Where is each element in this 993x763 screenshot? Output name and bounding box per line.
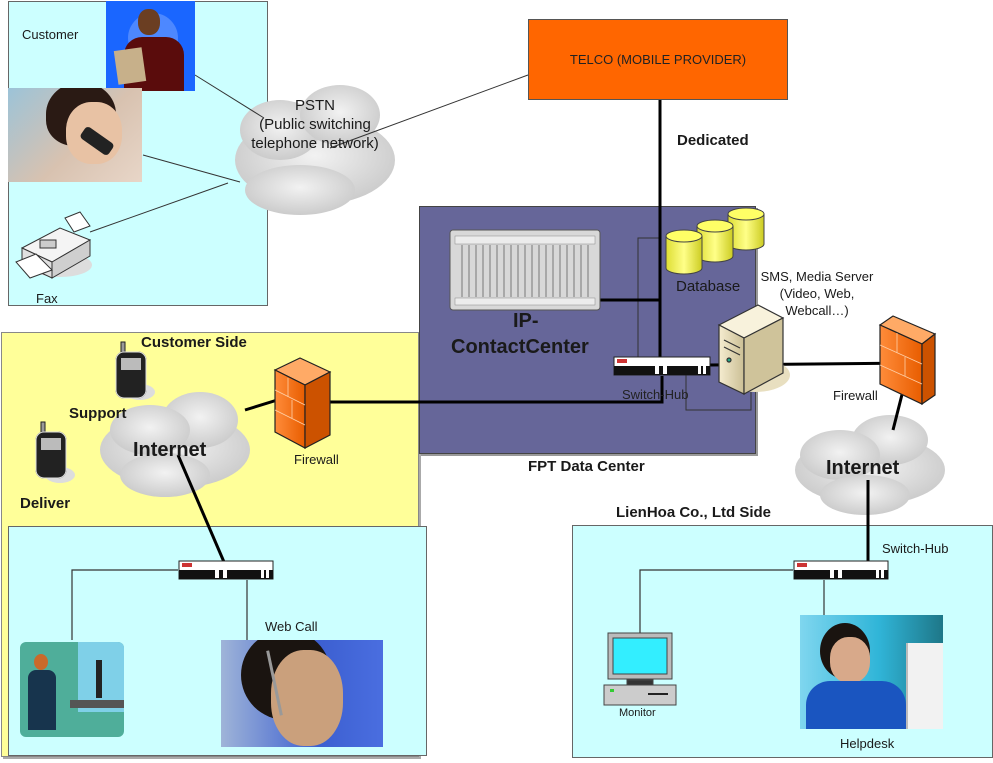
woman-on-phone-photo	[8, 88, 142, 182]
link-switch-agent	[71, 569, 178, 640]
link-db-switch	[637, 237, 660, 357]
internet-label-lienhoa: Internet	[826, 457, 900, 479]
helpdesk-agent-photo	[800, 615, 943, 729]
internet-cloud-customer	[100, 392, 250, 497]
link-pstn-telco	[329, 74, 529, 149]
media-server-label-line1: SMS, Media Server	[760, 269, 874, 284]
link-businessman-pstn	[194, 74, 265, 119]
internet-cloud-lienhoa	[795, 415, 945, 515]
lienhoa-side-label: LienHoa Co., Ltd Side	[616, 504, 772, 521]
media-server-label-line3: Webcall…)	[785, 303, 849, 318]
pstn-label-line1: PSTN	[294, 97, 335, 114]
mobile-phone-deliver-icon	[35, 421, 75, 483]
pstn-label: PSTN (Public switching telephone network…	[240, 96, 390, 153]
database-icon	[665, 207, 765, 275]
monitor-pc-icon	[603, 632, 677, 706]
media-server-label: SMS, Media Server (Video, Web, Webcall…)	[752, 268, 882, 319]
helpdesk-label: Helpdesk	[840, 736, 895, 751]
database-label: Database	[676, 278, 741, 295]
web-call-agent-photo	[221, 640, 383, 747]
switch-hub-datacenter-label: Switch-Hub	[622, 387, 689, 402]
switch-hub-datacenter	[613, 356, 711, 376]
agent-at-computer-illustration	[20, 642, 124, 737]
firewall-label-lienhoa: Firewall	[833, 388, 878, 403]
firewall-icon-customer	[273, 357, 332, 449]
media-server-label-line2: (Video, Web,	[779, 286, 855, 301]
support-label: Support	[69, 405, 127, 422]
link-internet-switch-customer	[176, 454, 226, 563]
media-server-icon	[717, 304, 790, 396]
customer-side-label: Customer Side	[141, 334, 247, 351]
ipcc-label-line2: ContactCenter	[451, 336, 589, 358]
ipcc-label-line1: IP-	[513, 310, 539, 332]
link-switch-monitor	[639, 569, 793, 635]
switch-hub-lienhoa-label: Switch-Hub	[882, 541, 949, 556]
switch-hub-lienhoa	[793, 560, 889, 580]
pstn-label-line3: telephone network)	[251, 135, 379, 152]
businessman-photo	[106, 1, 195, 91]
pstn-label-line2: (Public switching	[259, 116, 371, 133]
ip-contactcenter-icon	[449, 229, 601, 311]
telco-label: TELCO (MOBILE PROVIDER)	[569, 52, 747, 67]
fpt-data-center-label: FPT Data Center	[528, 458, 645, 475]
telco-box: TELCO (MOBILE PROVIDER)	[528, 19, 788, 100]
fax-label: Fax	[36, 291, 58, 306]
switch-hub-customer	[178, 560, 274, 580]
deliver-label: Deliver	[20, 495, 71, 512]
monitor-label: Monitor	[619, 707, 656, 719]
mobile-phone-support-icon	[115, 341, 155, 400]
web-call-label: Web Call	[265, 619, 318, 634]
link-firewall-switch	[330, 376, 664, 404]
link-fax-pstn	[89, 182, 229, 233]
internet-label-customer: Internet	[133, 439, 207, 461]
link-woman-pstn	[142, 154, 241, 183]
fax-machine-icon	[15, 211, 92, 279]
dedicated-label: Dedicated	[677, 132, 749, 149]
firewall-icon-lienhoa	[878, 315, 937, 406]
firewall-label-customer: Firewall	[294, 452, 339, 467]
customer-label: Customer	[22, 27, 79, 42]
pstn-cloud	[235, 85, 395, 215]
